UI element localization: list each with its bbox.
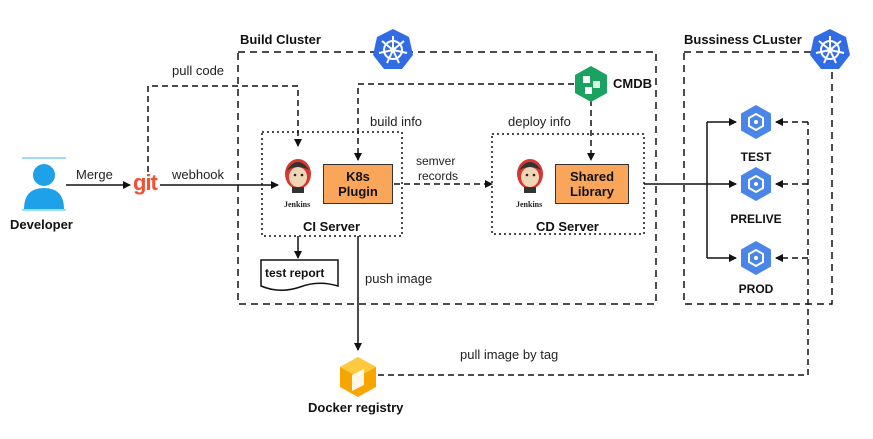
shared-library-line1: Shared [569, 169, 615, 184]
k8s-plugin-box: K8s Plugin [323, 164, 393, 204]
cd-server-label: CD Server [536, 219, 599, 234]
git-logo: git [133, 170, 158, 195]
merge-label: Merge [76, 167, 113, 182]
jenkins-caption: Jenkins [516, 200, 543, 209]
build-cluster-title: Build Cluster [240, 32, 321, 47]
cmdb-label: CMDB [613, 76, 652, 91]
test-node-icon [741, 105, 771, 139]
pull-code-arrow [147, 85, 302, 172]
prelive-node-icon [741, 167, 771, 201]
jenkins-icon [285, 159, 311, 193]
jenkins-icon [517, 159, 543, 193]
developer-label: Developer [10, 217, 73, 232]
shared-library-line2: Library [569, 184, 615, 199]
docker-registry-label: Docker registry [308, 400, 404, 415]
ci-server-label: CI Server [303, 219, 361, 234]
semver-label-line2: records [418, 169, 459, 183]
k8s-plugin-line2: Plugin [338, 184, 378, 199]
shared-library-box: Shared Library [555, 164, 629, 204]
ci-server-box [261, 131, 403, 237]
env-label-prelive: PRELIVE [730, 212, 782, 226]
pull-image-by-tag-arrows [378, 118, 809, 376]
webhook-label: webhook [172, 167, 225, 182]
prod-node-icon [741, 241, 771, 275]
build-cluster-boundary [237, 51, 657, 305]
deploy-info-label: deploy info [508, 114, 571, 129]
env-label-prod: PROD [738, 282, 774, 296]
kubernetes-icon [373, 29, 413, 69]
jenkins-caption: Jenkins [284, 200, 311, 209]
docker-registry-icon [340, 357, 376, 397]
build-info-label: build info [370, 114, 423, 129]
semver-label-line1: semver [416, 154, 456, 168]
deploy-to-envs-arrows [644, 118, 737, 262]
cmdb-icon [575, 66, 607, 102]
pull-image-by-tag-label: pull image by tag [460, 347, 559, 362]
business-cluster-title: Bussiness CLuster [684, 32, 802, 47]
push-image-label: push image [365, 271, 433, 286]
k8s-plugin-line1: K8s [346, 169, 370, 184]
test-report-label: test report [265, 266, 325, 280]
build-info-arrow [354, 83, 574, 161]
business-cluster-boundary [683, 51, 833, 305]
env-label-test: TEST [740, 150, 772, 164]
kubernetes-icon [810, 29, 850, 69]
test-report-document [260, 259, 339, 291]
pull-code-label: pull code [172, 63, 225, 78]
developer-icon [22, 157, 66, 211]
